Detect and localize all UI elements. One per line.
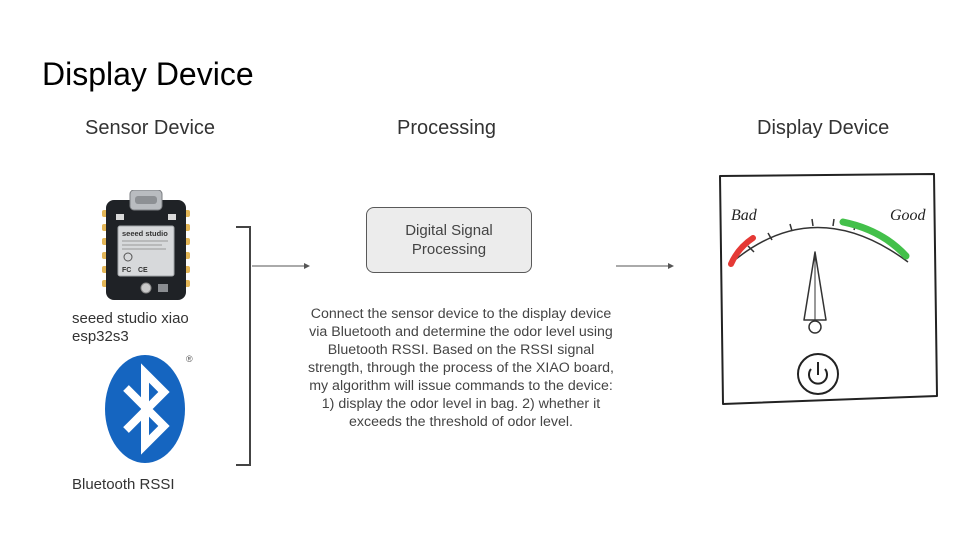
good-zone-arc [839,218,910,260]
digital-signal-processing-box: Digital Signal Processing [366,207,532,273]
arrow-to-processing [252,263,310,269]
bluetooth-icon [105,355,185,463]
odor-gauge-display: Bad Good [719,173,938,405]
board-fc-text: FC [122,267,131,274]
dsp-box-label: Digital Signal Processing [405,222,493,258]
xiao-board-image: seeed studio FC CE [102,190,190,300]
board-brand-text: seeed studio [122,229,168,238]
arrow-to-display [616,263,674,269]
bad-zone-arc [728,235,756,267]
bluetooth-caption: Bluetooth RSSI [72,476,175,493]
good-label: Good [890,207,927,224]
board-ce-text: CE [138,267,148,274]
registered-mark: ® [186,354,193,364]
processing-heading: Processing [397,117,496,139]
sensor-device-heading: Sensor Device [85,117,216,139]
board-caption: seeed studio xiao esp32s3 [72,310,189,345]
power-icon [797,353,839,395]
processing-description: Connect the sensor device to the display… [308,306,615,430]
bad-label: Bad [731,207,758,224]
display-device-heading: Display Device [757,117,890,139]
grouping-bracket [236,226,251,466]
slide-title: Display Device [42,56,254,92]
